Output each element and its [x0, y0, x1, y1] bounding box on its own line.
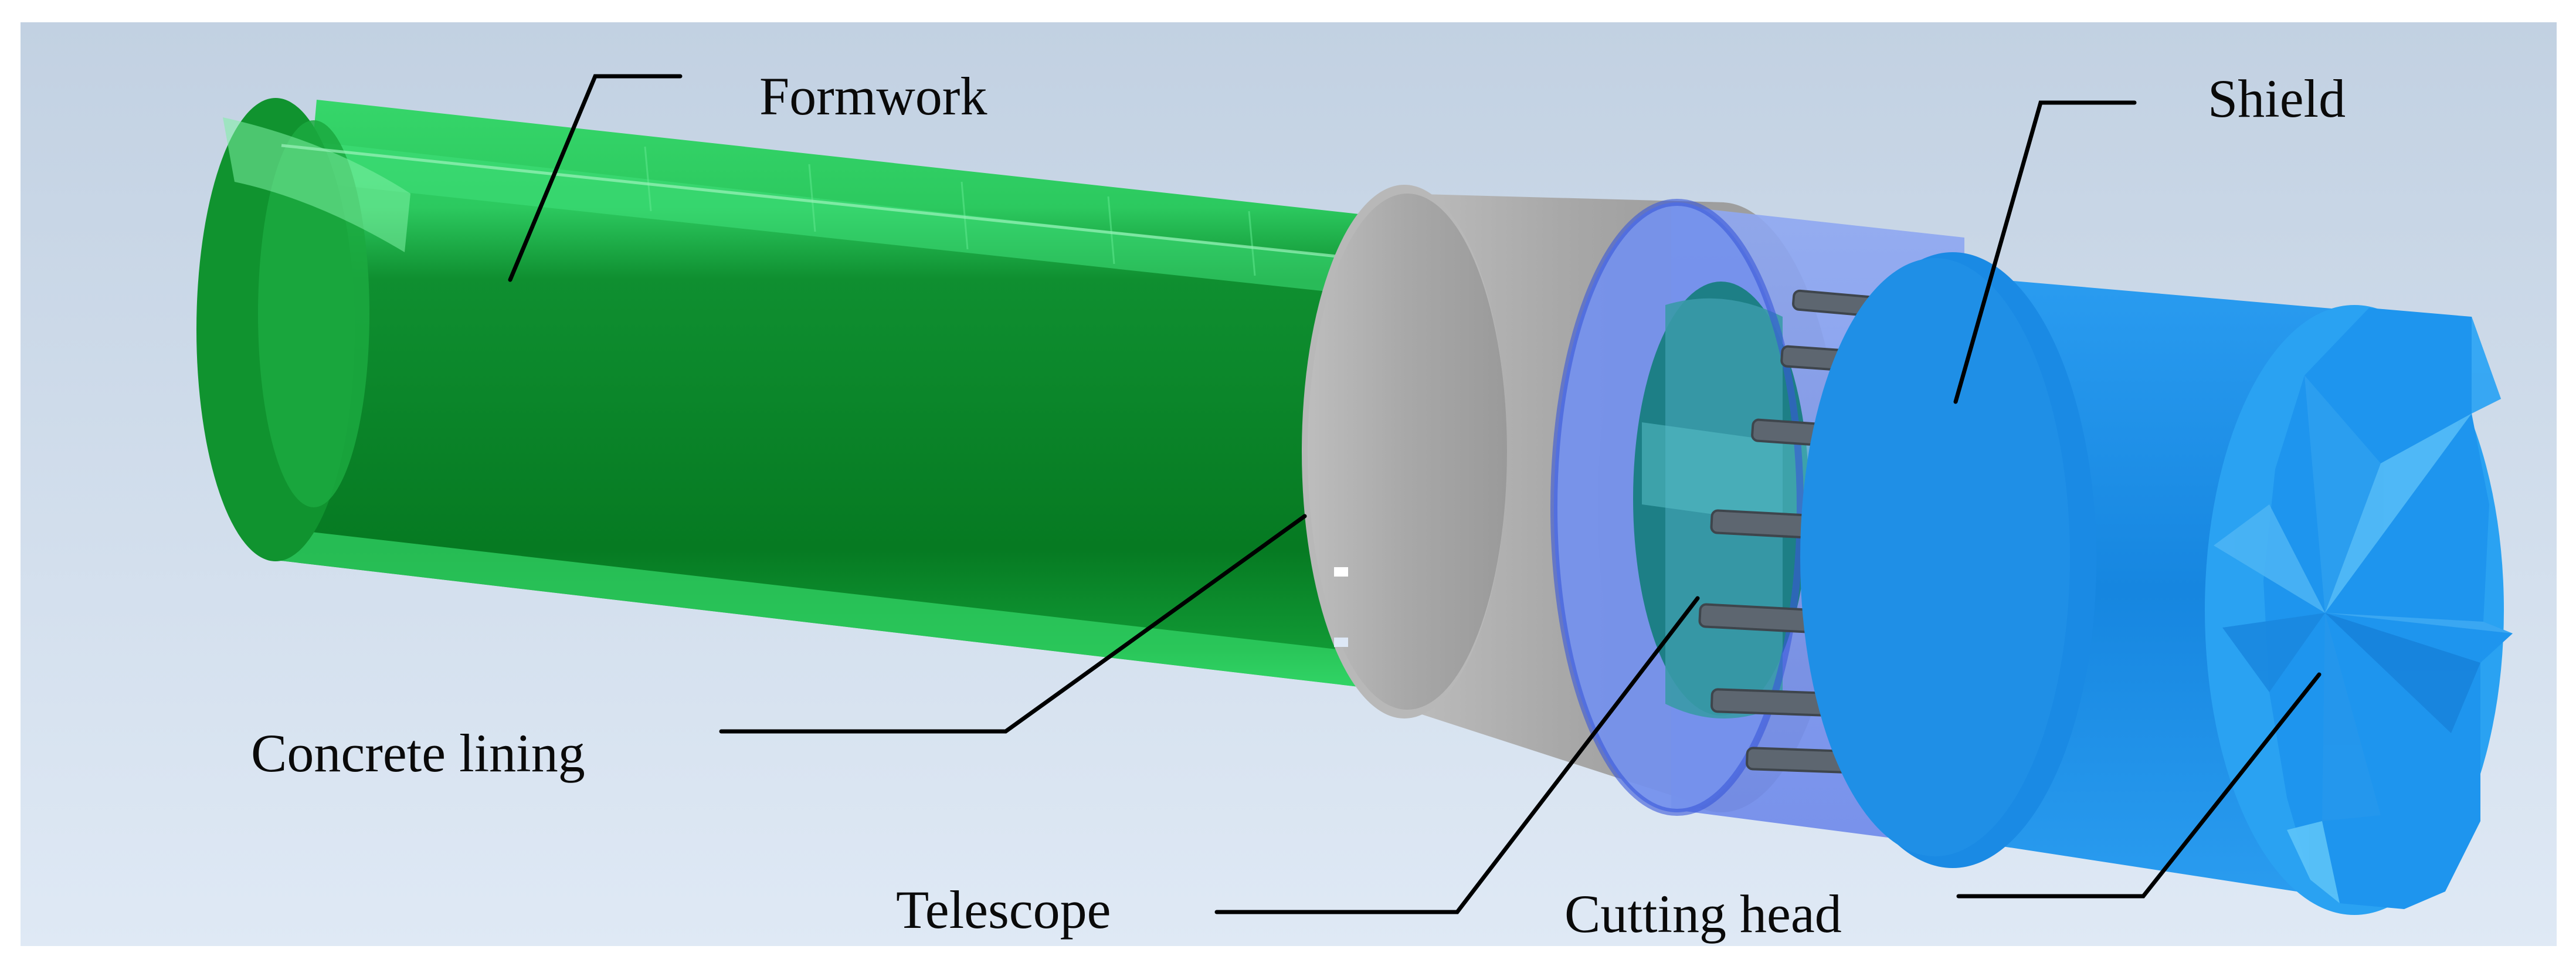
shield-leader-line [1953, 100, 2137, 404]
shield-body [1800, 252, 2392, 906]
formwork-leader-line [508, 74, 683, 282]
cutting-head-label: Cutting head [1564, 884, 1842, 944]
formwork-label: Formwork [759, 66, 987, 126]
telescope-leader-line [1214, 596, 1700, 914]
concrete-lining-label: Concrete lining [251, 723, 585, 783]
shield-label: Shield [2208, 69, 2346, 128]
telescope-label: Telescope [896, 880, 1111, 940]
leader-lines [508, 74, 2322, 914]
cutting-head-disc [2205, 305, 2513, 915]
cutting-head-leader-line [1956, 672, 2322, 899]
concrete-lining-leader-line [719, 514, 1307, 734]
